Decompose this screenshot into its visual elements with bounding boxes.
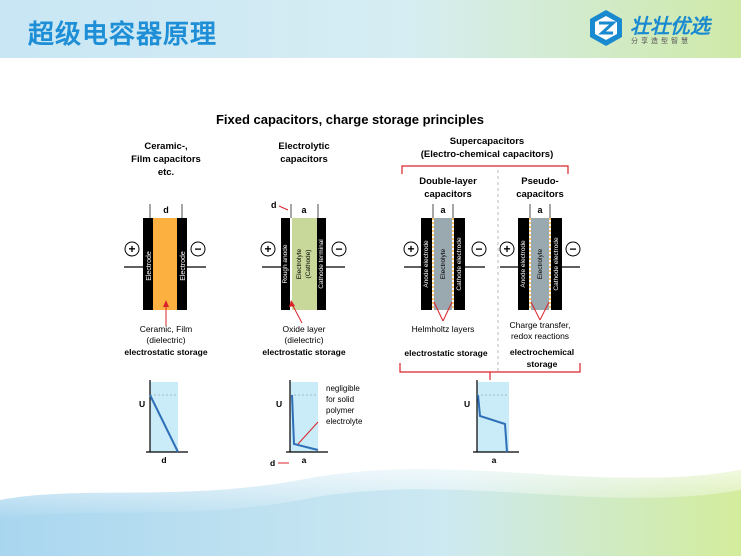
charge-transfer-1: Charge transfer, [510, 320, 571, 330]
double-layer-anode [421, 218, 432, 310]
electrolytic-minus-icon [331, 241, 347, 257]
supercap-title-2: (Electro-chemical capacitors) [421, 149, 554, 160]
electrolytic-caption-1: Oxide layer [283, 324, 326, 334]
ceramic-plus-label: + [128, 242, 135, 256]
diagram-title: Fixed capacitors, charge storage princip… [216, 112, 484, 127]
electrolytic-cathode-label: Cathode terminal [318, 239, 325, 289]
brand-subtitle: 分享造型智慧 [631, 37, 691, 45]
ceramic-caption-1: Ceramic, Film [140, 324, 192, 334]
ceramic-minus-icon [190, 241, 206, 257]
pseudo-cathode [551, 218, 562, 310]
brand-logo-icon [590, 10, 622, 46]
ceramic-electrode-left-label: Electrode [146, 251, 153, 281]
electrolytic-graph-d: d [270, 458, 275, 468]
electrolytic-graph-u: U [276, 399, 282, 409]
electrolytic-electrolyte [292, 218, 317, 310]
ceramic-storage: electrostatic storage [124, 347, 207, 357]
supercap-storage-static: electrostatic storage [404, 348, 487, 358]
double-layer-title-1: Double-layer [419, 176, 477, 187]
ceramic-d-label: d [163, 205, 169, 215]
double-layer-plus-icon [403, 241, 419, 257]
ceramic-title-2: Film capacitors [131, 154, 201, 165]
decorative-wave [0, 440, 741, 556]
electrolytic-electrolyte-label-1: Electrolyte [296, 248, 303, 279]
electrolytic-storage: electrostatic storage [262, 347, 345, 357]
pseudo-a-label: a [537, 205, 543, 215]
helmholtz-label: Helmholtz layers [412, 324, 475, 334]
electrolytic-plus-label: + [264, 242, 271, 256]
supercap-graph-u: U [464, 399, 470, 409]
capacitor-diagram: Fixed capacitors, charge storage princip… [124, 112, 581, 468]
ceramic-minus-label: − [194, 242, 201, 256]
ceramic-electrode-right-label: Electrode [180, 251, 187, 281]
supercap-section: Supercapacitors (Electro-chemical capaci… [399, 136, 581, 465]
electrolytic-anode [281, 218, 290, 310]
electrolytic-electrolyte-label-2: (Cathode) [305, 250, 312, 279]
pseudo-anode [518, 218, 529, 310]
supercap-storage-chem-1: electrochemical [510, 347, 574, 357]
ceramic-graph-u: U [139, 399, 145, 409]
pseudo-title-1: Pseudo- [521, 176, 558, 187]
double-layer-cathode-label: Cathode electrode [456, 237, 463, 291]
double-layer-electrolyte-label: Electrolyte [440, 248, 447, 279]
electrolytic-anode-label: Rough anode [282, 244, 289, 283]
ceramic-electrode-left [143, 218, 153, 310]
pseudo-electrolyte-label: Electrolyte [537, 248, 544, 279]
ceramic-plus-icon [124, 241, 140, 257]
ceramic-title-1: Ceramic-, [144, 141, 187, 152]
electrolytic-plus-icon [260, 241, 276, 257]
pseudo-electrolyte [531, 218, 549, 310]
electrolytic-note-2: for solid [326, 395, 354, 404]
supercap-voltage-line [477, 394, 508, 453]
pseudo-anode-label: Anode electrode [520, 240, 527, 288]
ceramic-caption-2: (dielectric) [146, 335, 185, 345]
ceramic-voltage-line [149, 394, 179, 453]
pseudo-plus-icon [499, 241, 515, 257]
electrolytic-caption-2: (dielectric) [284, 335, 323, 345]
supercap-title-1: Supercapacitors [450, 136, 524, 147]
pseudo-plus-label: + [503, 242, 510, 256]
electrolytic-minus-label: − [335, 242, 342, 256]
electrolytic-title-1: Electrolytic [278, 141, 329, 152]
ceramic-title-3: etc. [158, 167, 174, 178]
brand-name: 壮壮优选 [630, 14, 710, 38]
double-layer-cathode [454, 218, 465, 310]
electrolytic-cathode [317, 218, 326, 310]
ceramic-section: Ceramic-, Film capacitors etc. d Electro… [124, 141, 208, 465]
charge-transfer-2: redox reactions [511, 331, 569, 341]
double-layer-anode-label: Anode electrode [423, 240, 430, 288]
electrolytic-graph-a: a [302, 455, 307, 465]
supercap-storage-chem-2: storage [527, 359, 558, 369]
supercap-graph-a: a [492, 455, 497, 465]
ceramic-graph-d: d [161, 455, 166, 465]
double-layer-a-label: a [440, 205, 446, 215]
pseudo-title-2: capacitors [516, 189, 564, 200]
supercap-top-bracket [401, 165, 569, 174]
electrolytic-d-label: d [271, 200, 277, 210]
double-layer-plus-label: + [407, 242, 414, 256]
pseudo-minus-label: − [569, 242, 576, 256]
electrolytic-note-4: electrolyte [326, 417, 363, 426]
ceramic-electrode-right [177, 218, 187, 310]
pseudo-cathode-label: Cathode electrode [553, 237, 560, 291]
electrolytic-voltage-line [291, 394, 319, 451]
ceramic-dielectric [153, 218, 177, 310]
electrolytic-note-1: negligible [326, 384, 360, 393]
header-banner: 超级电容器原理 壮壮优选 分享造型智慧 [0, 0, 741, 58]
page-title: 超级电容器原理 [28, 20, 218, 50]
electrolytic-section: Electrolytic capacitors d a Rough anode … [260, 141, 363, 468]
pseudo-minus-icon [565, 241, 581, 257]
electrolytic-title-2: capacitors [280, 154, 328, 165]
electrolytic-note-3: polymer [326, 406, 355, 415]
double-layer-minus-icon [471, 241, 487, 257]
double-layer-title-2: capacitors [424, 189, 472, 200]
double-layer-minus-label: − [475, 242, 482, 256]
electrolytic-a-label: a [301, 205, 307, 215]
double-layer-electrolyte [434, 218, 452, 310]
